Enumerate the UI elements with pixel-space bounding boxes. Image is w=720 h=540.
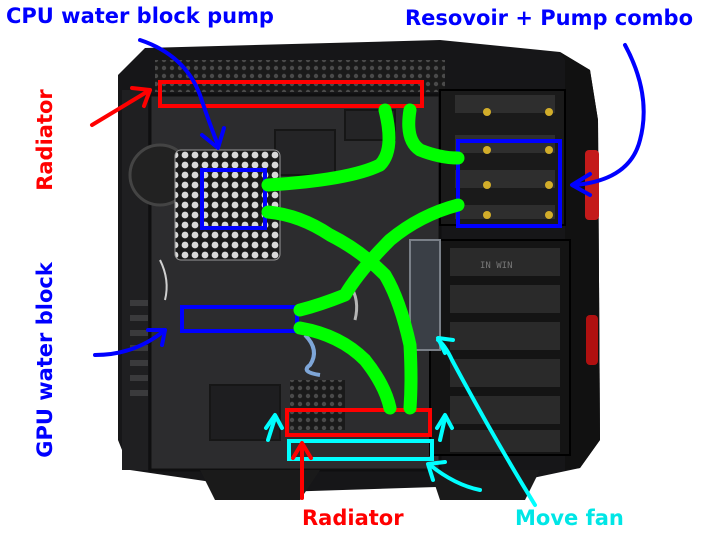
radiator-bottom-box (285, 408, 432, 437)
radiator-bottom-arrow (291, 441, 313, 500)
case-brand-text: IN WIN (480, 261, 513, 271)
gpu-block-arrow (93, 328, 167, 357)
gpu-block-label: GPU water block (33, 262, 57, 458)
move-fan-arrows (264, 336, 537, 507)
reservoir-arrow (570, 43, 646, 197)
cpu-pump-label: CPU water block pump (6, 4, 274, 28)
radiator-top-box (158, 80, 424, 108)
coolant-tubing (261, 103, 465, 415)
side-fan (409, 239, 441, 351)
cpu-pump-arrow (138, 38, 226, 150)
radiator-bottom-label: Radiator (302, 506, 404, 530)
reservoir-label: Resovoir + Pump combo (405, 6, 694, 30)
move-fan-label: Move fan (515, 506, 624, 530)
gpu-block-box (180, 305, 299, 333)
radiator-left-label: Radiator (33, 89, 57, 191)
radiator-left-arrow (90, 86, 152, 127)
drive-cage: IN WIN (429, 89, 571, 456)
cpu-block-box (200, 168, 267, 230)
reservoir-box (456, 139, 562, 228)
fan-box (287, 439, 434, 461)
